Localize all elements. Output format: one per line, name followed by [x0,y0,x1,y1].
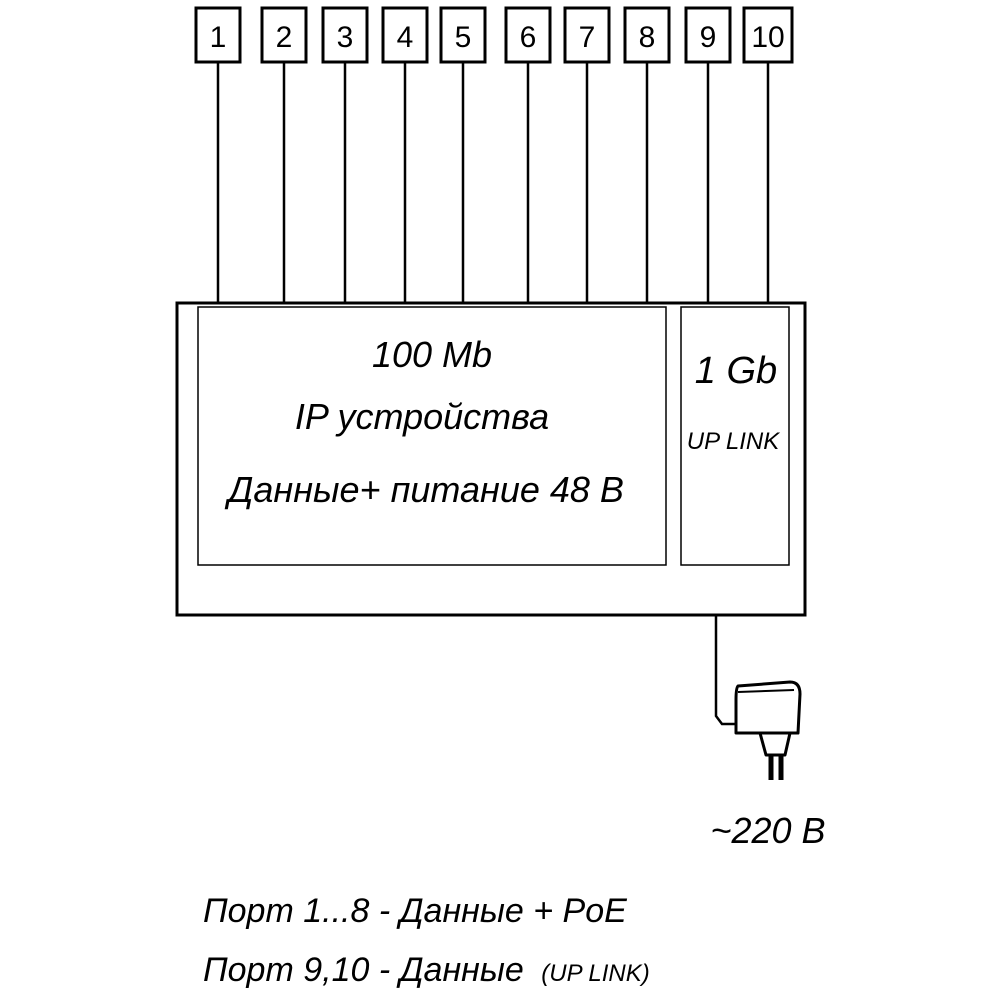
power-adapter-icon [734,680,802,780]
main-power-label: Данные+ питание 48 В [224,469,624,510]
port-box [321,6,369,64]
port-10: 10 [742,6,794,303]
port-number: 8 [639,21,656,54]
legend-line-2: Порт 9,10 - Данные (UP LINK) [203,951,650,989]
legend-line-2-main: Порт 9,10 - Данные [203,951,533,989]
legend-line-1: Порт 1...8 - Данные + PoE [203,892,627,930]
port-number: 3 [337,21,354,54]
port-6: 6 [504,6,552,303]
port-number: 4 [397,21,414,54]
port-3: 3 [321,6,369,303]
uplink-speed-label: 1 Gb [695,350,777,392]
adapter-voltage-label: ~220 В [710,810,825,851]
port-5: 5 [439,6,487,303]
port-4: 4 [381,6,429,303]
port-box [563,6,611,64]
port-box [623,6,671,64]
ports-layer: 1 2 3 4 5 6 7 8 9 10 [194,6,794,303]
main-speed-label: 100 Mb [372,334,492,375]
uplink-label: UP LINK [687,428,780,455]
main-section-panel [197,306,667,566]
switch-housing [175,301,807,617]
port-9: 9 [684,6,732,303]
port-number: 2 [276,21,293,54]
port-7: 7 [563,6,611,303]
port-1: 1 [194,6,242,303]
port-8: 8 [623,6,671,303]
main-devices-label: IP устройства [295,396,549,437]
port-number: 10 [751,21,784,54]
port-box [439,6,487,64]
port-number: 5 [455,21,472,54]
port-box [260,6,308,64]
port-box [504,6,552,64]
port-number: 9 [700,21,717,54]
port-2: 2 [260,6,308,303]
port-number: 7 [579,21,596,54]
port-number: 1 [210,21,227,54]
legend-line-2-small: (UP LINK) [541,960,649,987]
uplink-section-panel [680,306,790,566]
port-number: 6 [520,21,537,54]
power-cable [714,615,736,726]
